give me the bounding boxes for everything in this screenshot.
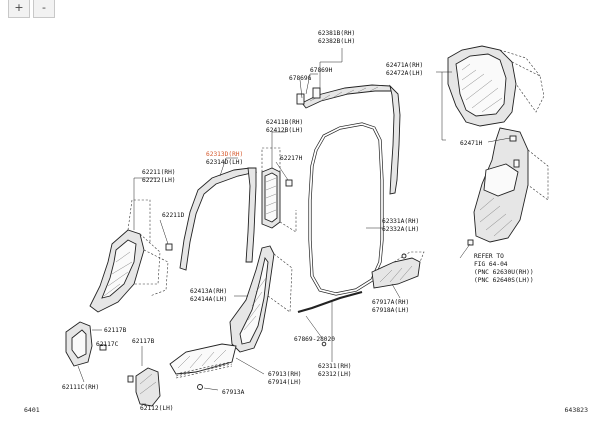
- label-62412b: 62412B(LH): [266, 127, 303, 134]
- label-62381b: 62381B(RH): [318, 30, 355, 37]
- label-62211-rh: 62211(RH): [142, 169, 176, 176]
- part-labels: 62381B(RH) 62382B(LH) 67869H 67869G 6247…: [62, 30, 534, 412]
- label-62411b: 62411B(RH): [266, 119, 303, 126]
- label-62471h: 62471H: [460, 140, 483, 147]
- zoom-controls: + -: [8, 0, 55, 18]
- refer-line-4: (PNC 62640S(LH)): [474, 277, 534, 284]
- fasteners: [197, 253, 407, 390]
- label-62111c: 62111C(RH): [62, 384, 99, 391]
- zoom-in-button[interactable]: +: [8, 0, 30, 18]
- label-62413a: 62413A(RH): [190, 288, 227, 295]
- refer-line-2: FIG 64-04: [474, 261, 508, 268]
- label-62217h: 62217H: [280, 155, 303, 162]
- label-62311: 62311(RH): [318, 363, 352, 370]
- label-62112-lh: 62112(LH): [140, 405, 174, 412]
- label-67869g: 67869G: [289, 75, 312, 82]
- b-pillar-upper-trim: [261, 147, 297, 233]
- label-62117c: 62117C: [96, 341, 119, 348]
- label-62211d: 62211D: [162, 212, 185, 219]
- leader-lines: [77, 48, 511, 405]
- center-pillar-lower-trim: [229, 245, 293, 353]
- rear-quarter-trim: [447, 45, 549, 246]
- label-62471a: 62471A(RH): [386, 62, 423, 69]
- refer-line-3: (PNC 62630U(RH)): [474, 269, 534, 276]
- zoom-out-button[interactable]: -: [33, 0, 55, 18]
- label-67913: 67913(RH): [268, 371, 302, 378]
- figure-code-right: 643823: [564, 406, 588, 414]
- label-62472a: 62472A(LH): [386, 70, 423, 77]
- label-62117b-2: 62117B: [132, 338, 155, 345]
- label-62414a: 62414A(LH): [190, 296, 227, 303]
- label-62313d[interactable]: 62313D(RH): [206, 151, 243, 158]
- label-67913a: 67913A: [222, 389, 245, 396]
- kick-panel-trims: [65, 321, 161, 407]
- roof-rail-weatherstrip: [296, 84, 401, 195]
- label-67869h: 67869H: [310, 67, 333, 74]
- label-62331a: 62331A(RH): [382, 218, 419, 225]
- label-67869-28020: 67869-28020: [294, 336, 335, 343]
- figure-code-left: 6401: [24, 406, 40, 414]
- label-67914: 67914(LH): [268, 379, 302, 386]
- label-62312: 62312(LH): [318, 371, 352, 378]
- label-62382b: 62382B(LH): [318, 38, 355, 45]
- a-pillar-weatherstrip: [179, 167, 258, 271]
- label-67917a: 67917A(RH): [372, 299, 409, 306]
- scuff-plates: [169, 251, 425, 379]
- door-opening-weatherstrip: [308, 122, 384, 296]
- label-62212-lh: 62212(LH): [142, 177, 176, 184]
- refer-line-1: REFER TO: [474, 253, 504, 260]
- label-62332a: 62332A(LH): [382, 226, 419, 233]
- front-pillar-trim: [89, 199, 173, 313]
- label-62117b-1: 62117B: [104, 327, 127, 334]
- label-62314d: 62314D(LH): [206, 159, 243, 166]
- label-67918a: 67918A(LH): [372, 307, 409, 314]
